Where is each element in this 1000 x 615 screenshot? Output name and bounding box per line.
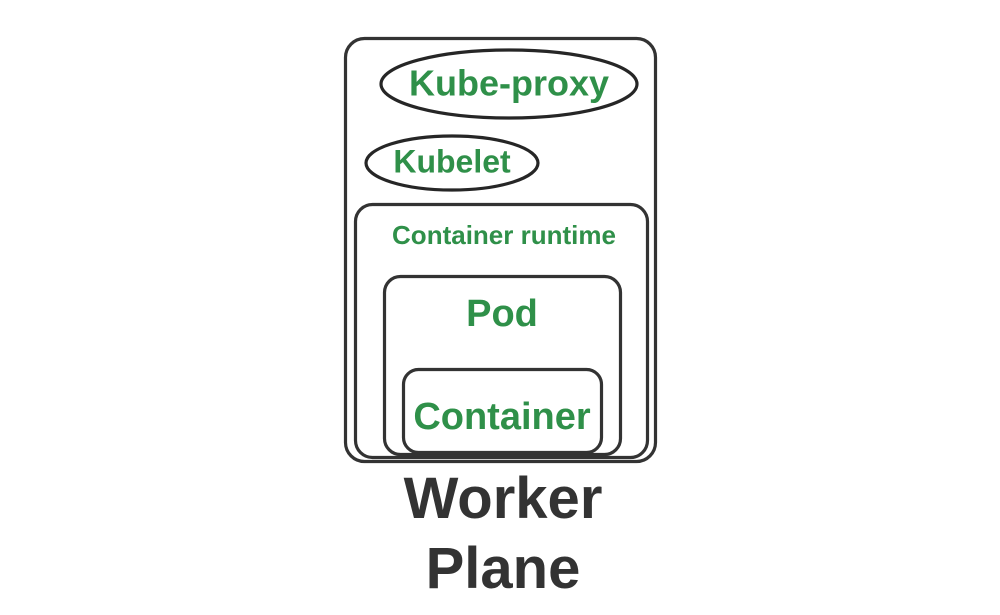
- kube-proxy-label: Kube-proxy: [409, 63, 609, 104]
- caption-line-one: Worker: [404, 466, 603, 531]
- container-box: [401, 367, 604, 455]
- kube-proxy-ellipse: [379, 48, 639, 120]
- caption-line-two: Plane: [426, 536, 581, 601]
- pod-label: Pod: [466, 293, 538, 335]
- container-label: Container: [413, 396, 591, 438]
- kubelet-label: Kubelet: [393, 143, 511, 179]
- container-runtime-label: Container runtime: [392, 220, 616, 250]
- kubelet-ellipse: [364, 134, 540, 192]
